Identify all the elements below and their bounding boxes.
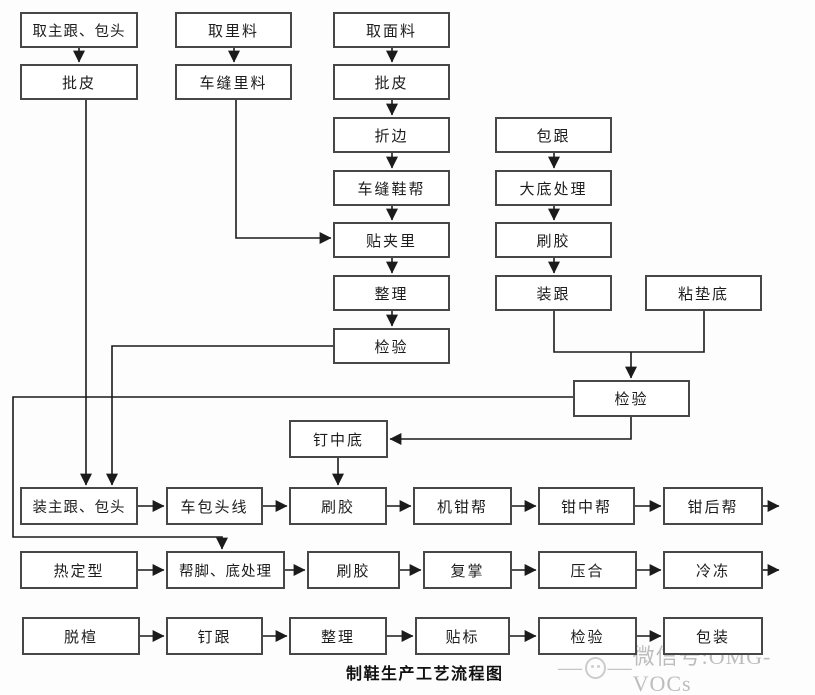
- node-pipi_2: 批皮: [333, 64, 450, 100]
- node-jianyan_2: 检验: [573, 380, 690, 417]
- node-zhan_diandi: 粘垫底: [645, 275, 762, 311]
- node-fuzhang: 复掌: [423, 551, 512, 589]
- node-zhengli_1: 整理: [333, 275, 450, 311]
- watermark-dash: —: [558, 655, 583, 681]
- node-che_baotouxian: 车包头线: [166, 487, 263, 525]
- node-chefeng_xiebang: 车缝鞋帮: [333, 170, 450, 206]
- node-jianyan_3: 检验: [538, 617, 637, 655]
- node-baogen: 包跟: [495, 117, 612, 153]
- node-tie_jiali: 贴夹里: [333, 222, 450, 258]
- node-dadi_chuli: 大底处理: [495, 170, 612, 206]
- node-ding_zhongdi: 钉中底: [289, 420, 388, 458]
- node-baozhuang: 包装: [663, 617, 763, 655]
- node-tiebiao: 贴标: [415, 617, 510, 655]
- edge-jianyan1-zhuangzhugen: [106, 345, 333, 486]
- node-qu_mianliao: 取面料: [333, 12, 450, 48]
- node-chefeng_liliao: 车缝里料: [175, 64, 292, 100]
- node-lengdong: 冷冻: [663, 551, 763, 589]
- doodle-face-icon: [585, 657, 606, 679]
- node-shuajiao_1: 刷胶: [495, 222, 612, 258]
- node-dinggen: 钉跟: [166, 617, 263, 655]
- node-zhebian: 折边: [333, 117, 450, 153]
- edge-jianyan2-bangjiaodichuli: [12, 396, 573, 550]
- edge-chefengliliao-tiejiali: [235, 100, 332, 244]
- node-zhuanggen: 装跟: [495, 275, 612, 311]
- node-pipi_1: 批皮: [20, 64, 138, 100]
- node-qu_liliao: 取里料: [175, 12, 292, 48]
- edge-merge-zhuanggen-zhandiandi: [553, 311, 705, 353]
- node-zhengli_2: 整理: [289, 617, 387, 655]
- edge-jianyan2-dingzhongdi: [389, 417, 632, 445]
- node-qian_zhongbang: 钳中帮: [538, 487, 635, 525]
- node-qu_zhugen_baotou: 取主跟、包头: [20, 12, 138, 48]
- node-re_dingxing: 热定型: [20, 551, 138, 589]
- node-zhuang_zhugen_baotou: 装主跟、包头: [20, 487, 138, 525]
- watermark-dash: —: [607, 655, 633, 681]
- diagram-caption: 制鞋生产工艺流程图: [346, 666, 504, 683]
- node-qian_houbang: 钳后帮: [663, 487, 763, 525]
- node-ji_qianbang: 机钳帮: [413, 487, 512, 525]
- node-tuoxuan: 脱楦: [22, 617, 140, 655]
- node-jianyan_1: 检验: [333, 328, 450, 364]
- node-yahe: 压合: [538, 551, 637, 589]
- node-shuajiao_3: 刷胶: [307, 551, 400, 589]
- node-shuajiao_2: 刷胶: [289, 487, 387, 525]
- node-bangjiao_dichuli: 帮脚、底处理: [166, 551, 285, 589]
